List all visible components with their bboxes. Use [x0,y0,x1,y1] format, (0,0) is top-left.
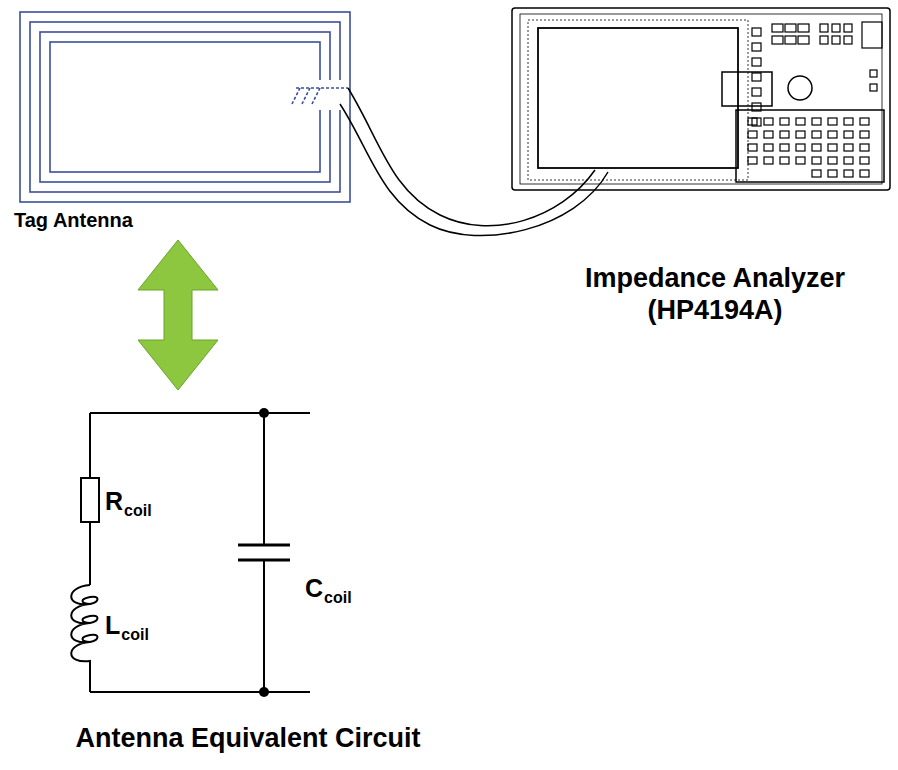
component-name: L [105,610,120,640]
capacitor-symbol [238,544,290,547]
caption-label: Antenna Equivalent Circuit [75,722,420,754]
junction-dot [259,408,269,418]
antenna-coil [20,12,350,202]
device-label: Impedance Analyzer (HP4194A) [545,262,885,327]
subscript: coil [121,625,149,644]
antenna-label: Tag Antenna [14,208,144,232]
analyzer-body [512,8,890,190]
subscript: coil [324,588,352,607]
component-name: C [305,573,323,603]
equivalent-circuit [71,413,310,692]
double-arrow [138,240,218,390]
analyzer-buttons [748,22,882,177]
coil-crossing [292,88,348,104]
inductor-symbol [71,585,97,662]
subscript: coil [124,501,152,520]
cable [340,88,608,236]
component-name: R [105,486,123,516]
junction-dot [259,687,269,697]
resistor-symbol [81,478,99,522]
